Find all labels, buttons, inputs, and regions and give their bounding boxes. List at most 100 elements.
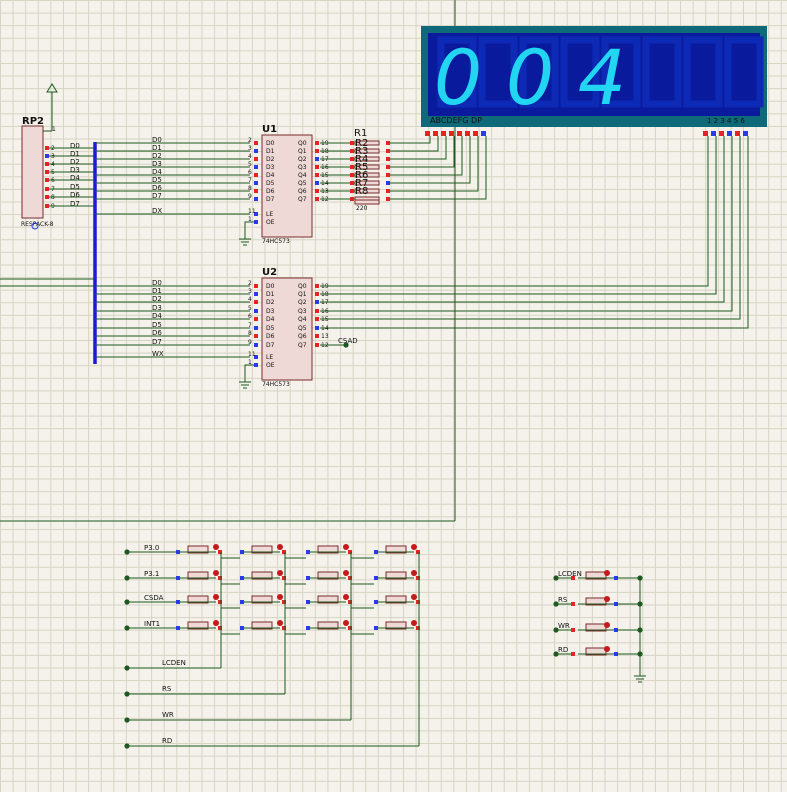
keypad-row-terminal xyxy=(124,549,130,555)
u2-in-name: D5 xyxy=(266,325,275,332)
keypad-row-label: INT1 xyxy=(144,620,160,628)
keypad-row-terminal xyxy=(124,599,130,605)
u1-in-pin-num: 9 xyxy=(248,193,252,200)
r1-resistor xyxy=(354,172,380,178)
key2-pin xyxy=(571,628,575,632)
key2-pin xyxy=(614,576,618,580)
key-pin xyxy=(176,626,180,630)
key-button xyxy=(187,545,209,554)
key-pin xyxy=(176,550,180,554)
r1-label: R2 xyxy=(355,138,368,149)
digit-wire xyxy=(320,136,709,287)
key2-junction xyxy=(637,575,643,581)
key2-label: RS xyxy=(558,596,568,604)
key-button xyxy=(251,621,273,630)
r1-pin-right xyxy=(386,197,390,201)
r1-label: R3 xyxy=(355,146,368,157)
rp2-net-label: D0 xyxy=(70,142,80,150)
segment-wire xyxy=(390,136,431,144)
u2-net-label: D5 xyxy=(152,321,162,329)
u1-in-name: D4 xyxy=(266,172,275,179)
key2-pin xyxy=(571,602,575,606)
rp2-pin xyxy=(45,195,49,199)
rp2-pin xyxy=(45,146,49,150)
segment-wire xyxy=(390,136,447,160)
rp2-net-label: D4 xyxy=(70,174,80,182)
u1-oe-wire xyxy=(244,221,254,235)
key-pin xyxy=(240,576,244,580)
keypad-col-label: WR xyxy=(162,711,174,719)
key2-junction xyxy=(637,601,643,607)
u1-out-name: Q3 xyxy=(298,164,307,171)
key-led xyxy=(411,594,417,600)
lcd-seg-pin xyxy=(449,131,454,136)
u2-le-name: LE xyxy=(266,354,273,361)
key-button xyxy=(187,621,209,630)
key-led xyxy=(411,544,417,550)
keypad-col-terminal xyxy=(124,743,130,749)
u1-out-name: Q6 xyxy=(298,188,307,195)
r1-ref: R1 xyxy=(354,128,367,139)
u1-le-pin xyxy=(254,212,258,216)
u2-in-name: D6 xyxy=(266,333,275,340)
key-pin xyxy=(282,600,286,604)
u1-net-label: D6 xyxy=(152,184,162,192)
key2-led xyxy=(604,646,610,652)
u2-le-net: WX xyxy=(152,350,164,358)
u1-out-pin xyxy=(315,141,319,145)
key-led xyxy=(343,544,349,550)
u1-out-pin xyxy=(315,165,319,169)
u2-in-pin xyxy=(254,300,258,304)
lcd-digit-pin xyxy=(703,131,708,136)
u1-in-pin-num: 8 xyxy=(248,185,252,192)
lcd-digit-pin xyxy=(727,131,732,136)
key-pin xyxy=(416,576,420,580)
r1-pin-left xyxy=(350,141,354,145)
segment-wire xyxy=(390,136,471,184)
lcd-seg-pin xyxy=(425,131,430,136)
key2-junction xyxy=(637,651,643,657)
u1-net-label: D7 xyxy=(152,192,162,200)
keypad-row-label: P3.1 xyxy=(144,570,159,578)
u2-le-pin-num: 11 xyxy=(248,351,256,358)
rp2-net-label: D5 xyxy=(70,183,80,191)
u1-net-label: D2 xyxy=(152,152,162,160)
key-pin xyxy=(306,550,310,554)
lcd-digit-value: 0 xyxy=(506,33,554,122)
u1-in-pin xyxy=(254,197,258,201)
keypad-col-label: LCDEN xyxy=(162,659,186,667)
lcd-segment-labels: ABCDEFG DP xyxy=(430,116,482,125)
key-pin xyxy=(348,626,352,630)
lcd-digit-pin xyxy=(719,131,724,136)
u1-out-name: Q2 xyxy=(298,156,307,163)
keypad-col-label: RD xyxy=(162,737,172,745)
u2-in-name: D2 xyxy=(266,299,275,306)
key-pin xyxy=(240,626,244,630)
u2-oe-wire xyxy=(244,364,254,378)
r1-pin-left xyxy=(350,189,354,193)
u1-in-pin-num: 7 xyxy=(248,177,252,184)
segment-wire xyxy=(390,136,463,176)
u1-oe-pin-num: 1 xyxy=(248,216,252,223)
r1-pin-left xyxy=(350,165,354,169)
r1-label: R6 xyxy=(355,170,368,181)
u2-in-pin-num: 5 xyxy=(248,305,252,312)
key-pin xyxy=(374,576,378,580)
u1-out-name: Q0 xyxy=(298,140,307,147)
u1-ref: U1 xyxy=(262,124,277,135)
u2-out-pin xyxy=(315,309,319,313)
u2-in-pin xyxy=(254,334,258,338)
rp2-net-label: D3 xyxy=(70,166,80,174)
digit-wire xyxy=(320,136,733,312)
segment-wire xyxy=(390,136,487,200)
key-pin xyxy=(374,626,378,630)
digit-wire xyxy=(320,136,725,303)
key-pin xyxy=(416,550,420,554)
u2-in-pin-num: 6 xyxy=(248,313,252,320)
key-pin xyxy=(218,626,222,630)
u1-oe-pin xyxy=(254,220,258,224)
key-button xyxy=(317,621,339,630)
key2-led xyxy=(604,570,610,576)
